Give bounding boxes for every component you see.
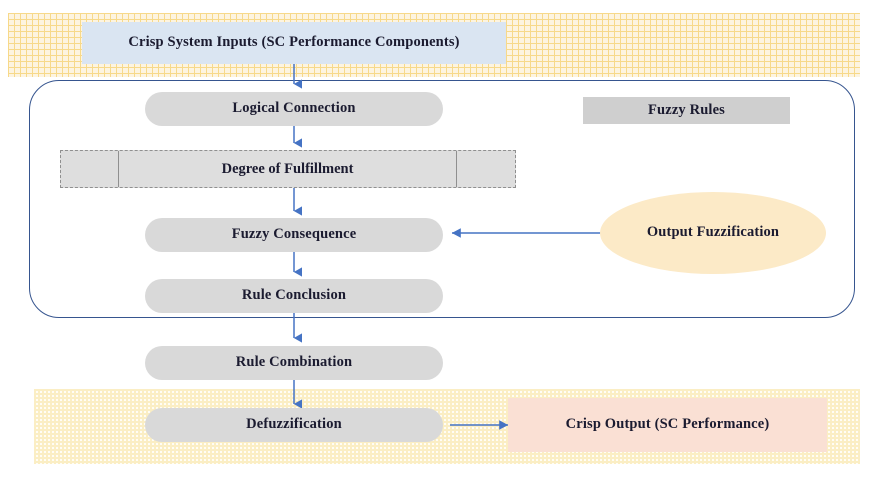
defuzzification-node[interactable]: Defuzzification	[145, 408, 443, 442]
crisp-system-inputs-label: Crisp System Inputs (SC Performance Comp…	[128, 34, 460, 51]
fuzzy-rules-label: Fuzzy Rules	[648, 101, 725, 118]
rule-combination-label: Rule Combination	[235, 354, 353, 371]
defuzzification-label: Defuzzification	[246, 416, 342, 433]
logical-connection-label: Logical Connection	[232, 100, 356, 117]
rule-conclusion-label: Rule Conclusion	[241, 287, 347, 304]
crisp-output-box[interactable]: Crisp Output (SC Performance)	[508, 398, 827, 452]
degree-of-fulfillment-table[interactable]: Degree of Fulfillment	[60, 150, 516, 188]
logical-connection-node[interactable]: Logical Connection	[145, 92, 443, 126]
fuzzy-rules-box[interactable]: Fuzzy Rules	[583, 97, 790, 124]
rule-combination-node[interactable]: Rule Combination	[145, 346, 443, 380]
fuzzy-consequence-node[interactable]: Fuzzy Consequence	[145, 218, 443, 252]
output-fuzzification-node[interactable]: Output Fuzzification	[600, 192, 826, 274]
fuzzy-consequence-label: Fuzzy Consequence	[231, 226, 357, 243]
degree-of-fulfillment-cell-right	[457, 151, 515, 187]
rule-conclusion-node[interactable]: Rule Conclusion	[145, 279, 443, 313]
degree-of-fulfillment-cell-left	[61, 151, 119, 187]
output-fuzzification-label: Output Fuzzification	[646, 224, 780, 241]
degree-of-fulfillment-cell-center: Degree of Fulfillment	[119, 151, 457, 187]
inference-engine-container	[29, 80, 855, 318]
crisp-system-inputs-box[interactable]: Crisp System Inputs (SC Performance Comp…	[82, 22, 506, 64]
crisp-output-label: Crisp Output (SC Performance)	[565, 416, 770, 433]
